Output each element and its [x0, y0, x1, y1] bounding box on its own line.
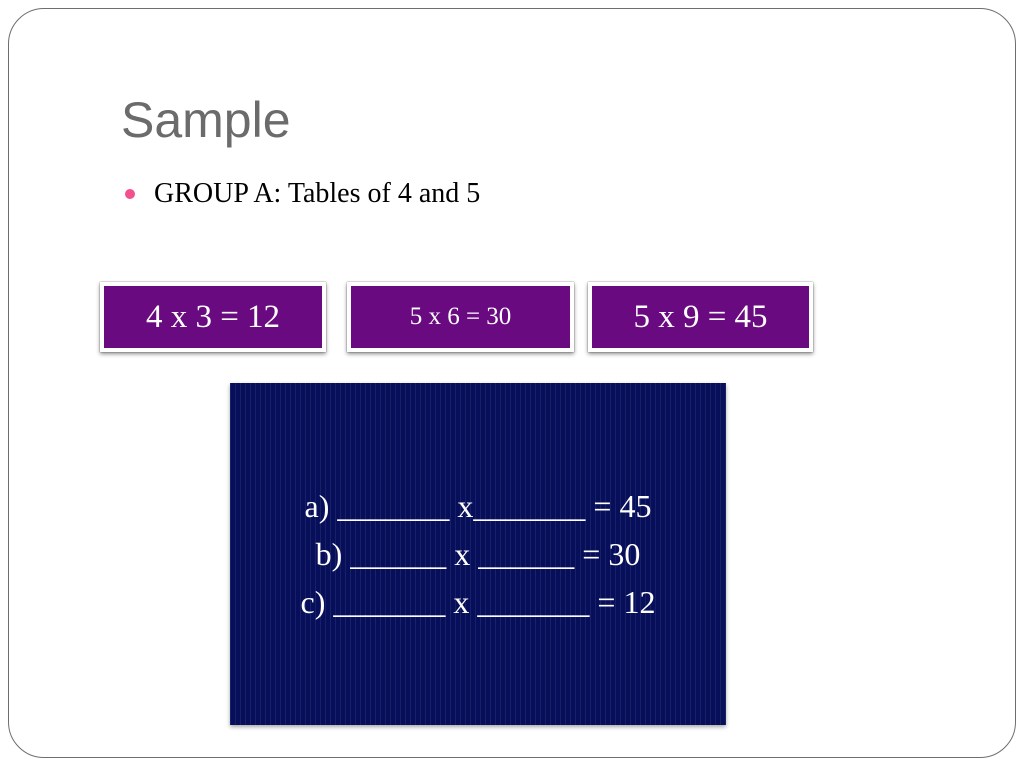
bullet-dot-icon [125, 189, 135, 199]
equation-text-3: 5 x 9 = 45 [592, 286, 809, 348]
equation-box-3: 5 x 9 = 45 [588, 282, 813, 352]
bullet-item: GROUP A: Tables of 4 and 5 [125, 180, 480, 208]
bullet-text: GROUP A: Tables of 4 and 5 [154, 178, 481, 209]
slide-title: Sample [121, 92, 291, 148]
question-b: b) ______ x ______ = 30 [315, 536, 641, 572]
equation-box-1: 4 x 3 = 12 [100, 282, 326, 352]
equation-text-2: 5 x 6 = 30 [351, 286, 570, 348]
question-box: a) _______ x_______ = 45 b) ______ x ___… [230, 383, 726, 725]
equation-text-1: 4 x 3 = 12 [104, 286, 322, 348]
equation-box-2: 5 x 6 = 30 [347, 282, 574, 352]
question-c: c) _______ x _______ = 12 [300, 584, 656, 620]
question-a: a) _______ x_______ = 45 [304, 488, 652, 524]
